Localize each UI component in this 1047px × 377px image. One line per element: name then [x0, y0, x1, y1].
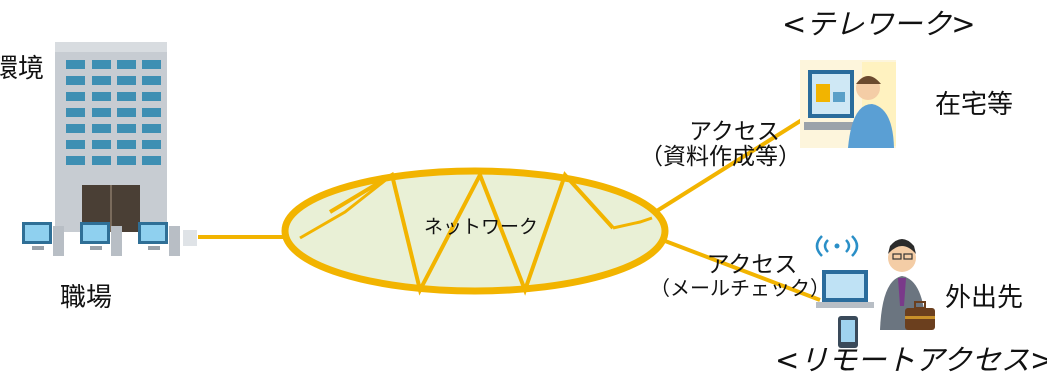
- wifi-signal-icon: [815, 235, 859, 257]
- home-place-label: 在宅等: [935, 90, 1014, 120]
- network-label: ネットワーク: [424, 216, 539, 238]
- remote-link-line: [651, 234, 821, 302]
- telework-heading: <テレワーク>: [782, 7, 976, 41]
- office-building-icon: [55, 42, 167, 232]
- telework-access-detail: （資料作成等）: [640, 143, 801, 170]
- top-edge-text: 環境: [0, 54, 45, 84]
- workplace-computers-icon: [22, 222, 197, 256]
- home-worker-icon: [800, 60, 896, 148]
- remote-worker-icon: [815, 235, 935, 348]
- workplace-label: 職場: [60, 283, 113, 313]
- remote-access-detail: （メールチェック）: [650, 275, 830, 300]
- telework-access-label: アクセス: [689, 119, 780, 145]
- remote-access-label: アクセス: [706, 252, 798, 278]
- outside-place-label: 外出先: [945, 283, 1024, 313]
- network-ellipse: [281, 167, 669, 296]
- telework-access-block: アクセス （資料作成等）: [640, 120, 801, 170]
- remote-access-block: アクセス （メールチェック）: [650, 253, 830, 299]
- telework-link-line: [650, 116, 807, 216]
- remote-access-heading: <リモートアクセス>: [775, 343, 1047, 377]
